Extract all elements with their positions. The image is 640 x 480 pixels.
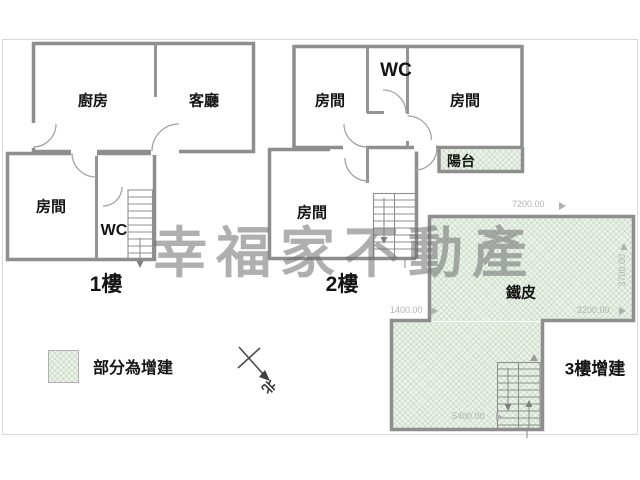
- floor2-bedroom-right-label: 房間: [449, 92, 481, 110]
- drawing-border: [2, 39, 638, 435]
- dim-left-step: 1400.00: [390, 305, 423, 315]
- floor1-wc-label: WC: [100, 222, 128, 239]
- floor3-walls: [389, 214, 636, 432]
- floor1-living-room-label: 客廳: [188, 92, 220, 110]
- floor2-wc-label: WC: [380, 60, 412, 81]
- dim-bottom: 5400.00: [452, 411, 485, 421]
- floor1-title: 1樓: [89, 273, 123, 296]
- dim-arrow-right-icon: [619, 307, 626, 315]
- floor1-stairs: [127, 189, 154, 262]
- floor2-stairs: [372, 192, 417, 268]
- stair-arrow-down-icon: [504, 404, 512, 411]
- door-openings: [29, 114, 436, 156]
- door-arcs: [32, 89, 438, 207]
- stair-arrow-down-icon: [136, 261, 144, 268]
- dimension-arrows: [431, 202, 628, 421]
- floor2-balcony-label: 陽台: [447, 153, 475, 169]
- stair-arrow-up-icon: [525, 400, 533, 407]
- dim-top: 7200.00: [512, 199, 545, 209]
- floor3-metal-roof-label: 鐵皮: [505, 284, 537, 302]
- stair-arrow-down-icon: [380, 237, 388, 244]
- dim-arrow-up-icon: [620, 243, 628, 250]
- dim-right-step: 3200.00: [577, 305, 610, 315]
- dim-arrow-right-icon: [559, 202, 566, 210]
- legend-addition-label: 部分為增建: [92, 360, 174, 377]
- floor2-title: 2樓: [325, 273, 359, 296]
- floor1-walls: [5, 41, 256, 262]
- floor2-bedroom-left-label: 房間: [314, 92, 346, 110]
- compass-icon: [237, 346, 270, 381]
- floor1-kitchen-label: 廚房: [77, 92, 109, 110]
- dim-arrow-right-icon: [431, 307, 438, 315]
- dim-right: 3700.00: [617, 254, 627, 287]
- floor3-title: 3樓增建: [564, 359, 626, 379]
- legend-addition-swatch: [48, 350, 79, 383]
- floor3-stairs: [496, 361, 541, 438]
- floor2-bedroom-lower-label: 房間: [296, 204, 328, 222]
- stair-marker-icon: [530, 354, 538, 361]
- floor3-fill-upper: [431, 218, 632, 321]
- floor1-bedroom-label: 房間: [35, 198, 67, 216]
- floor1-partitions: [95, 43, 157, 259]
- balcony-fill: [440, 150, 521, 171]
- dim-arrow-right-icon: [496, 413, 503, 421]
